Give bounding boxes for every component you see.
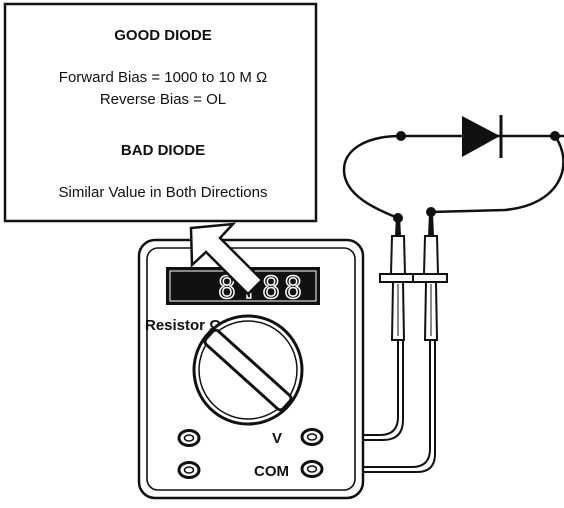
unused-jack-top[interactable] (177, 429, 201, 447)
red-probe[interactable] (379, 215, 415, 341)
v-jack-label: V (272, 430, 282, 447)
rotary-dial[interactable] (192, 314, 304, 426)
bad-diode-heading: BAD DIODE (121, 142, 205, 159)
resistor-label: Resistor Ω (145, 317, 221, 334)
unused-jack-bottom[interactable] (177, 461, 201, 479)
info-box: GOOD DIODE Forward Bias = 1000 to 10 M Ω… (3, 2, 318, 223)
com-jack[interactable] (300, 460, 324, 478)
black-probe[interactable] (412, 213, 448, 341)
forward-bias-text: Forward Bias = 1000 to 10 M Ω (59, 69, 267, 86)
reverse-bias-text: Reverse Bias = OL (100, 91, 226, 108)
diode-circuit (342, 134, 564, 220)
circuit-nodes (393, 131, 560, 223)
probe-wires (318, 340, 436, 473)
pointer-arrow-icon (189, 222, 264, 296)
diode-icon (462, 115, 503, 158)
com-jack-label: COM (254, 463, 289, 480)
v-jack[interactable] (300, 428, 324, 446)
good-diode-heading: GOOD DIODE (114, 27, 212, 44)
bad-diode-text: Similar Value in Both Directions (59, 184, 268, 201)
